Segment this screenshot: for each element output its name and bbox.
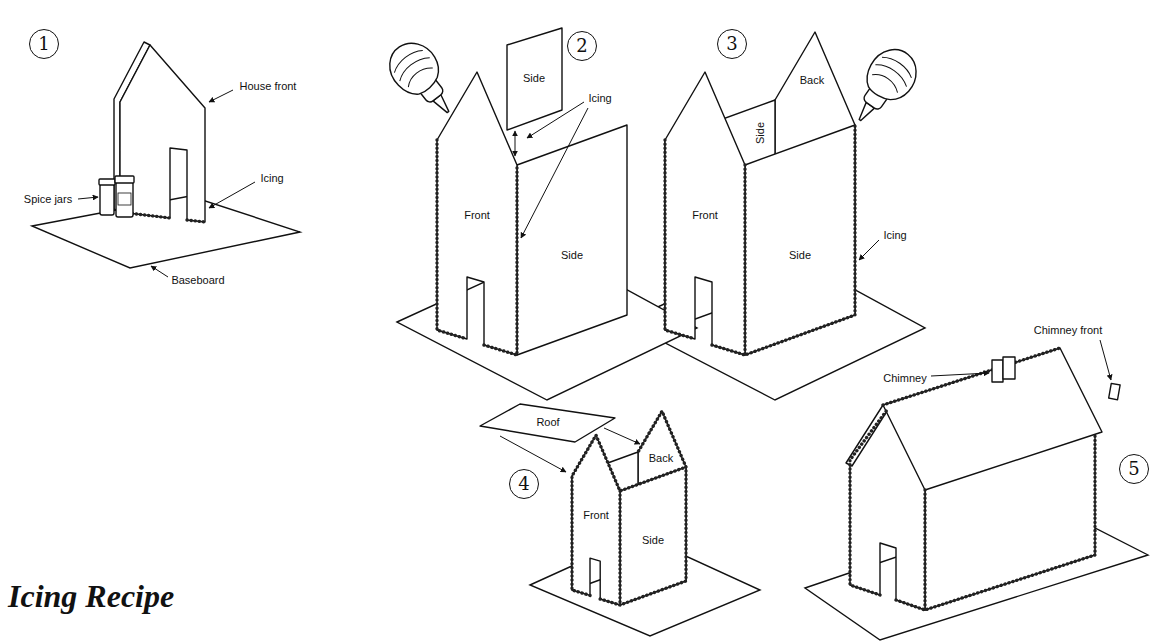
step-number-circle: 4 bbox=[509, 469, 539, 499]
leader-line bbox=[521, 108, 588, 238]
part-label: Icing bbox=[259, 172, 284, 185]
side-panel bbox=[507, 28, 562, 130]
hand bbox=[380, 33, 448, 102]
callout-number: 2 bbox=[576, 36, 587, 56]
placement-arrow bbox=[604, 428, 640, 444]
part-label: Spice jars bbox=[23, 193, 73, 206]
step-number-circle: 5 bbox=[1119, 454, 1149, 484]
leader-line bbox=[209, 90, 233, 102]
leader-line bbox=[78, 197, 98, 199]
part-label: Baseboard bbox=[170, 274, 225, 287]
part-label: Icing bbox=[882, 229, 907, 242]
jar-lid bbox=[115, 176, 134, 183]
leader-line bbox=[859, 240, 879, 260]
callout-number: 4 bbox=[518, 474, 529, 494]
hand bbox=[859, 40, 926, 108]
side-panel bbox=[517, 125, 627, 355]
step-four-house bbox=[572, 411, 686, 605]
fit-arrow bbox=[515, 131, 516, 156]
front-panel bbox=[665, 72, 745, 355]
callout-number: 1 bbox=[38, 34, 49, 54]
spice-jar bbox=[116, 182, 133, 217]
icing-bead bbox=[600, 411, 686, 605]
front-panel bbox=[572, 435, 620, 605]
part-label: House front bbox=[239, 80, 298, 93]
leader-line bbox=[151, 266, 168, 277]
icing-bead bbox=[437, 140, 467, 339]
hand-with-icing-bottle bbox=[841, 40, 926, 133]
finger-lines bbox=[870, 52, 916, 94]
step-number-circle: 2 bbox=[567, 31, 597, 61]
icing-bead bbox=[883, 348, 1060, 405]
part-label: Side bbox=[754, 121, 767, 145]
jar-lid bbox=[99, 179, 115, 185]
icing-bead bbox=[665, 140, 695, 339]
leader-line bbox=[931, 373, 989, 376]
icing-bead bbox=[712, 125, 855, 355]
chimney-piece bbox=[1003, 357, 1015, 379]
part-label: Chimney bbox=[882, 372, 927, 385]
part-label: Icing bbox=[587, 92, 612, 105]
part-label: Side bbox=[522, 72, 546, 85]
part-label: Side bbox=[788, 249, 812, 262]
step-two-house bbox=[397, 28, 697, 400]
finger-lines bbox=[390, 46, 435, 89]
part-label: Side bbox=[560, 249, 584, 262]
placement-arrow bbox=[500, 436, 566, 472]
icing-bead bbox=[850, 410, 887, 595]
leader-line bbox=[1100, 340, 1111, 380]
hand-with-icing-bottle bbox=[380, 33, 467, 126]
roof-panel bbox=[883, 348, 1102, 490]
chimney-piece bbox=[992, 360, 1003, 382]
chimney-front-piece bbox=[1109, 383, 1120, 399]
part-label: Back bbox=[648, 452, 674, 465]
step-number-circle: 1 bbox=[29, 29, 59, 59]
spice-jar bbox=[100, 184, 114, 215]
icing-bead bbox=[743, 165, 746, 355]
part-label: Back bbox=[799, 74, 825, 87]
icing-bead bbox=[484, 165, 517, 355]
step-three-house bbox=[665, 32, 855, 355]
callout-number: 3 bbox=[726, 34, 737, 54]
part-label: Front bbox=[582, 509, 610, 522]
part-label: Side bbox=[641, 534, 665, 547]
icing-bead bbox=[572, 435, 686, 595]
part-label: Roof bbox=[535, 416, 560, 429]
jar-label bbox=[118, 193, 131, 205]
section-heading: Icing Recipe bbox=[8, 578, 174, 615]
step-number-circle: 3 bbox=[717, 29, 747, 59]
part-label: Front bbox=[463, 209, 491, 222]
icing-bead bbox=[896, 436, 1095, 610]
part-label: Front bbox=[691, 209, 719, 222]
part-label: Chimney front bbox=[1033, 324, 1103, 337]
icing-bead bbox=[923, 490, 926, 610]
callout-number: 5 bbox=[1128, 459, 1139, 479]
icing-bead bbox=[618, 491, 621, 605]
front-panel bbox=[437, 72, 517, 355]
leader-line bbox=[209, 182, 255, 208]
icing-bead bbox=[187, 220, 205, 222]
